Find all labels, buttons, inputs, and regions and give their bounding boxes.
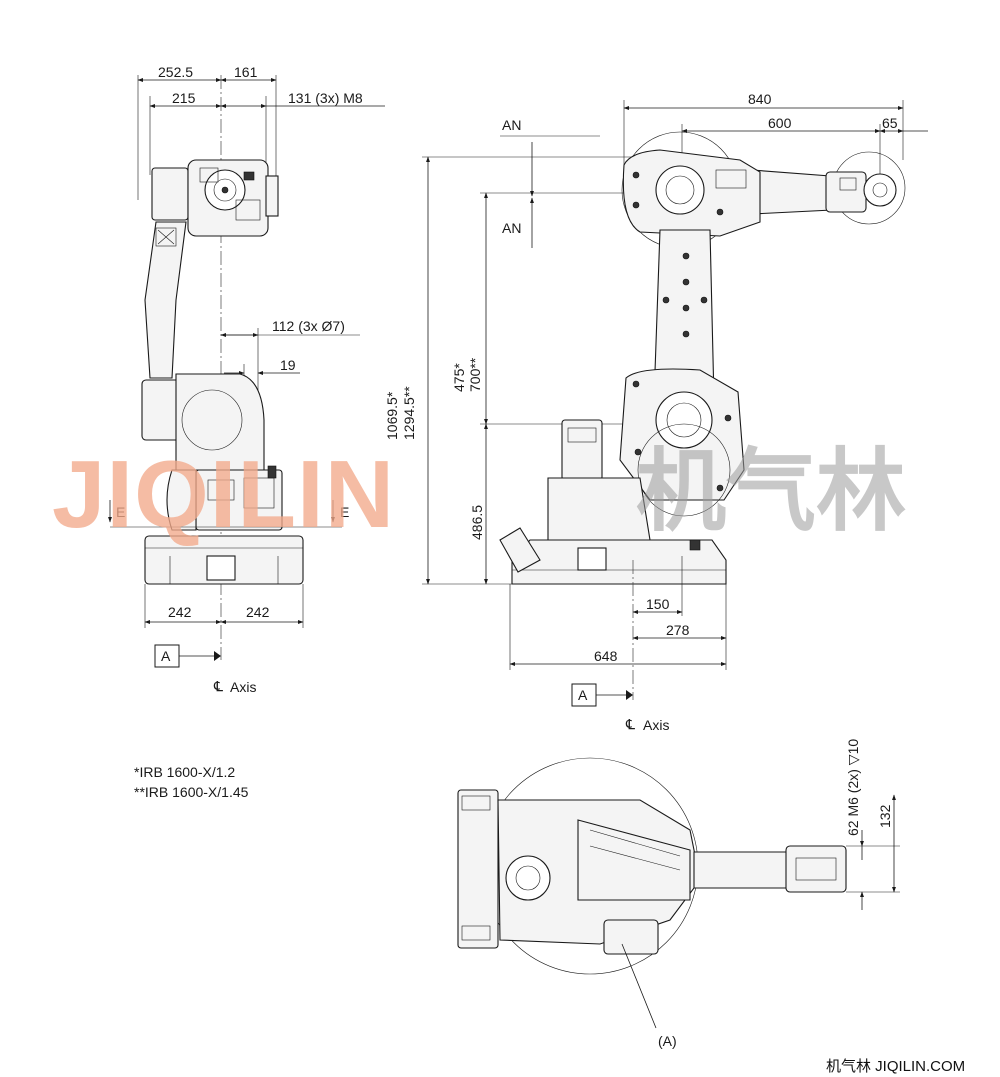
dim-65: 65 [882, 115, 898, 131]
side-view: 252.5 161 215 131 (3x) M8 112 (3x Ø7) [108, 64, 385, 695]
dim-19: 19 [280, 357, 296, 373]
dim-486-5: 486.5 [469, 505, 485, 540]
dim-1069-5: 1069.5* [384, 391, 400, 440]
model-notes: *IRB 1600-X/1.2 **IRB 1600-X/1.45 [134, 764, 249, 800]
dim-278: 278 [666, 622, 690, 638]
watermark-cjk: 机气林 [636, 439, 906, 544]
centerline-symbol-side: ℄ [213, 678, 223, 694]
callout-a: (A) [658, 1033, 677, 1049]
axis-label-front: Axis [643, 717, 669, 733]
dim-62-m6: 62 M6 (2x) ▽10 [845, 739, 861, 836]
dim-215: 215 [172, 90, 196, 106]
dim-242-left: 242 [168, 604, 192, 620]
dim-161: 161 [234, 64, 258, 80]
section-e-right: E [340, 504, 349, 520]
axis-label-side: Axis [230, 679, 256, 695]
dim-475: 475* [451, 363, 467, 392]
dim-holes-m8: 131 (3x) M8 [288, 90, 363, 106]
dim-150: 150 [646, 596, 670, 612]
dim-252-5: 252.5 [158, 64, 193, 80]
section-an-bottom: AN [502, 220, 521, 236]
watermark-latin: JIQILIN [52, 441, 395, 548]
note-model-1-45: **IRB 1600-X/1.45 [134, 784, 249, 800]
dim-132: 132 [877, 804, 893, 828]
section-an-top: AN [502, 117, 521, 133]
dim-600: 600 [768, 115, 792, 131]
dim-700: 700** [467, 357, 483, 392]
front-view: 840 600 65 AN AN 1069.5* 1294.5** 475* 7… [384, 91, 928, 733]
section-e-left: E [116, 504, 125, 520]
note-model-1-2: *IRB 1600-X/1.2 [134, 764, 235, 780]
dim-holes-112: 112 (3x Ø7) [272, 318, 345, 334]
watermark: JIQILIN 机气林 [52, 439, 906, 548]
top-view: 62 M6 (2x) ▽10 132 (A) [457, 739, 900, 1049]
centerline-symbol-front: ℄ [625, 716, 635, 732]
footer-brand: 机气林 JIQILIN.COM [826, 1058, 965, 1075]
dim-648: 648 [594, 648, 618, 664]
dim-1294-5: 1294.5** [401, 386, 417, 440]
datum-a-front: A [578, 687, 588, 703]
datum-a-side: A [161, 648, 171, 664]
dim-242-right: 242 [246, 604, 270, 620]
dim-840: 840 [748, 91, 772, 107]
